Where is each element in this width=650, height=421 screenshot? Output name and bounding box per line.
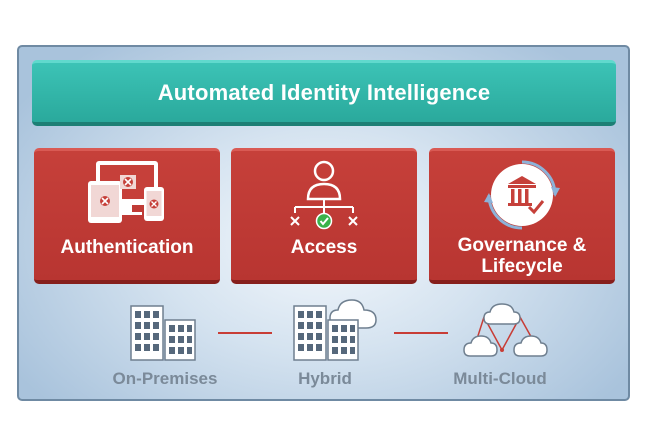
authentication-card: Authentication [34, 148, 220, 284]
user-access-icon [231, 157, 417, 233]
governance-card: Governance & Lifecycle [429, 148, 615, 284]
connector-line [394, 332, 448, 334]
governance-label-line1: Governance & [457, 235, 587, 256]
buildings-cloud-icon [292, 296, 382, 367]
buildings-icon [129, 304, 199, 367]
multi-cloud-label: Multi-Cloud [453, 369, 547, 388]
governance-label: Governance & Lifecycle [433, 235, 611, 277]
governance-label-line2: Lifecycle [481, 256, 563, 277]
devices-icon [34, 157, 220, 233]
banner-title: Automated Identity Intelligence [157, 79, 491, 105]
connector-line [218, 332, 272, 334]
access-label: Access [290, 237, 358, 258]
intelligence-banner: Automated Identity Intelligence [32, 60, 616, 126]
hybrid-label: Hybrid [298, 369, 352, 388]
access-card: Access [231, 148, 417, 284]
on-premises-label: On-Premises [112, 369, 218, 388]
clouds-network-icon [462, 300, 550, 367]
authentication-label: Authentication [60, 237, 194, 258]
governance-cycle-icon [429, 157, 615, 233]
